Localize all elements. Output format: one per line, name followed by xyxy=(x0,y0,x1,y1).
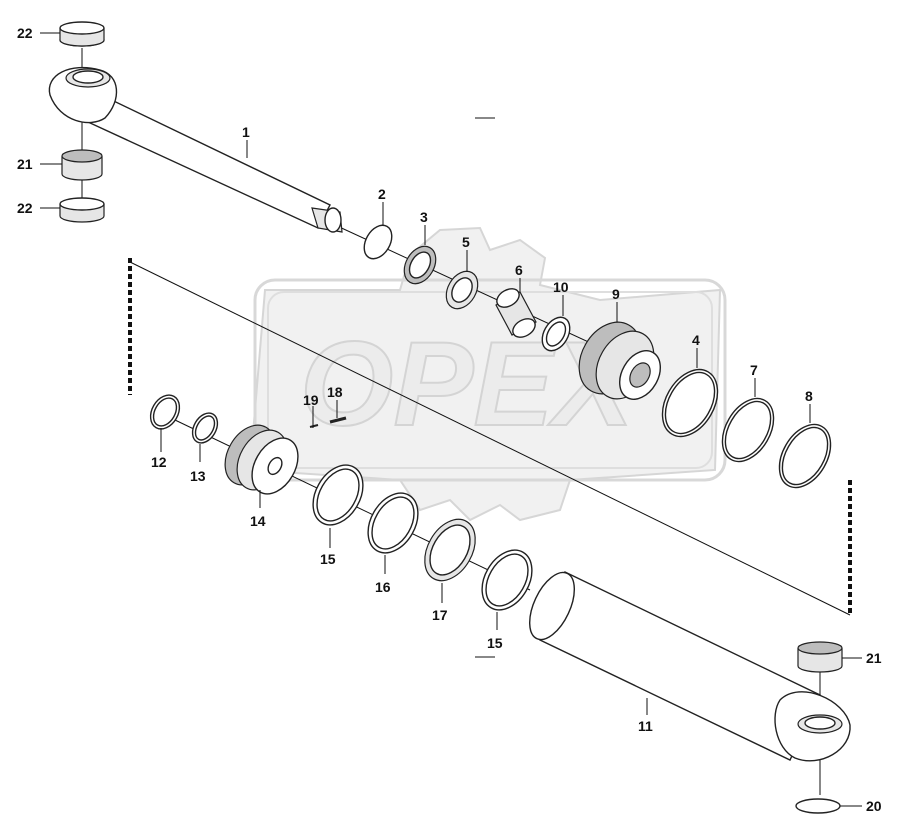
callout-12: 12 xyxy=(151,454,167,470)
callout-16: 16 xyxy=(375,579,391,595)
circlip xyxy=(795,798,841,814)
head-seal-ring xyxy=(778,423,832,489)
callout-15-front: 15 xyxy=(320,551,336,567)
callout-3: 3 xyxy=(420,209,428,225)
callout-11: 11 xyxy=(638,718,653,734)
callout-17: 17 xyxy=(432,607,448,623)
callout-18: 18 xyxy=(327,384,343,400)
callout-19: 19 xyxy=(303,392,319,408)
callout-21-top: 21 xyxy=(17,156,33,172)
callout-14: 14 xyxy=(250,513,266,529)
guide-ring xyxy=(424,518,476,582)
lock-pin xyxy=(309,424,319,428)
piston-o-ring xyxy=(149,394,181,430)
rod-eye-bushing-bottom xyxy=(59,197,105,223)
callout-15-rear: 15 xyxy=(487,635,503,651)
cylinder-head xyxy=(578,321,661,400)
cylinder-tube xyxy=(528,571,851,762)
head-o-ring xyxy=(661,368,719,438)
callout-5: 5 xyxy=(462,234,470,250)
callout-22-top: 22 xyxy=(17,25,33,41)
o-ring-rod xyxy=(541,316,571,352)
backup-ring xyxy=(721,397,775,463)
wear-ring-rear xyxy=(481,549,533,611)
callout-21-bottom: 21 xyxy=(866,650,882,666)
callout-1: 1 xyxy=(242,124,250,140)
tube-eye-bearing xyxy=(797,641,843,673)
rod-eye-bearing-top xyxy=(61,149,103,181)
callout-13: 13 xyxy=(190,468,206,484)
watermark-frame xyxy=(253,278,727,482)
rod-eye-bushing-top xyxy=(59,21,105,47)
guide-bushing xyxy=(495,288,537,338)
callout-20: 20 xyxy=(866,798,882,814)
piston-backup-ring xyxy=(191,412,219,444)
callout-labels: 22 21 22 1 2 3 5 6 10 9 4 7 8 19 18 12 1… xyxy=(17,25,882,814)
wiper-seal xyxy=(403,245,437,285)
piston-seal xyxy=(367,492,419,554)
watermark-gear xyxy=(248,226,722,522)
callout-6: 6 xyxy=(515,262,523,278)
callout-4: 4 xyxy=(692,332,700,348)
callout-8: 8 xyxy=(805,388,813,404)
set-screw xyxy=(329,416,347,424)
piston xyxy=(224,424,299,495)
leader-lines xyxy=(40,32,862,807)
callout-9: 9 xyxy=(612,286,620,302)
snap-ring xyxy=(363,224,393,260)
callout-7: 7 xyxy=(750,362,758,378)
wear-ring-front xyxy=(312,464,364,526)
piston-rod xyxy=(48,66,343,233)
callout-2: 2 xyxy=(378,186,386,202)
callout-22-bottom: 22 xyxy=(17,200,33,216)
seal-ring xyxy=(445,270,479,310)
callout-10: 10 xyxy=(553,279,569,295)
